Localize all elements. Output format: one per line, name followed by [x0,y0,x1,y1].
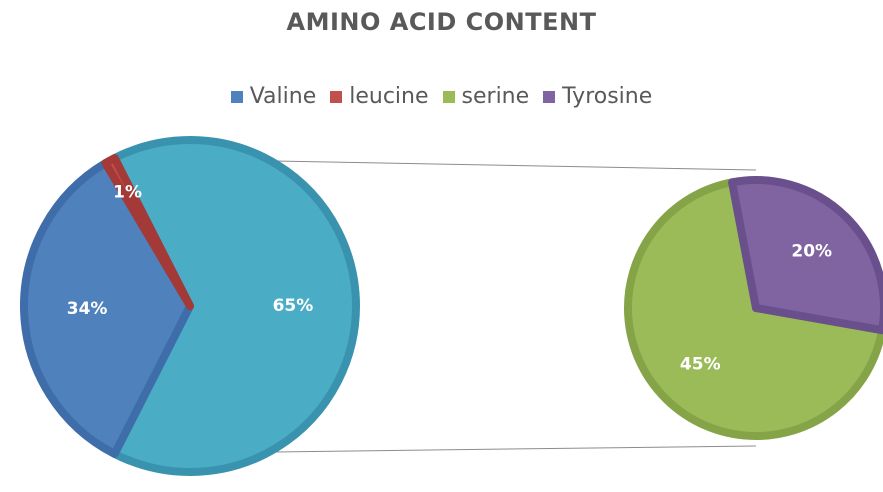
secondary-pie-label-tyrosine: 20% [791,242,832,262]
chart-title: AMINO ACID CONTENT [286,8,597,36]
legend-label-serine: serine [461,84,530,109]
main-pie-label-valine: 34% [67,299,108,319]
main-pie-slice-valine[interactable] [20,159,194,458]
legend-item-serine[interactable]: serine [442,84,530,109]
secondary-pie-slice-tyrosine[interactable] [728,176,883,335]
legend-item-tyrosine[interactable]: Tyrosine [543,84,652,109]
legend-swatch-valine [230,90,243,103]
legend-label-tyrosine: Tyrosine [562,84,653,109]
legend-label-leucine: leucine [349,84,429,109]
legend: Valine leucine serine Tyrosine [0,84,883,109]
legend-swatch-tyrosine [543,90,556,103]
main-pie-slice-leucine[interactable] [101,154,194,310]
main-pie-slice-other[interactable] [110,136,360,476]
legend-swatch-leucine [330,90,343,103]
legend-label-valine: Valine [249,84,317,109]
main-pie-label-other: 65% [273,296,314,316]
secondary-pie-label-serine: 45% [680,354,721,374]
legend-item-valine[interactable]: Valine [230,84,317,109]
main-pie-label-leucine: 1% [113,183,142,203]
legend-swatch-serine [442,90,455,103]
legend-item-leucine[interactable]: leucine [330,84,429,109]
